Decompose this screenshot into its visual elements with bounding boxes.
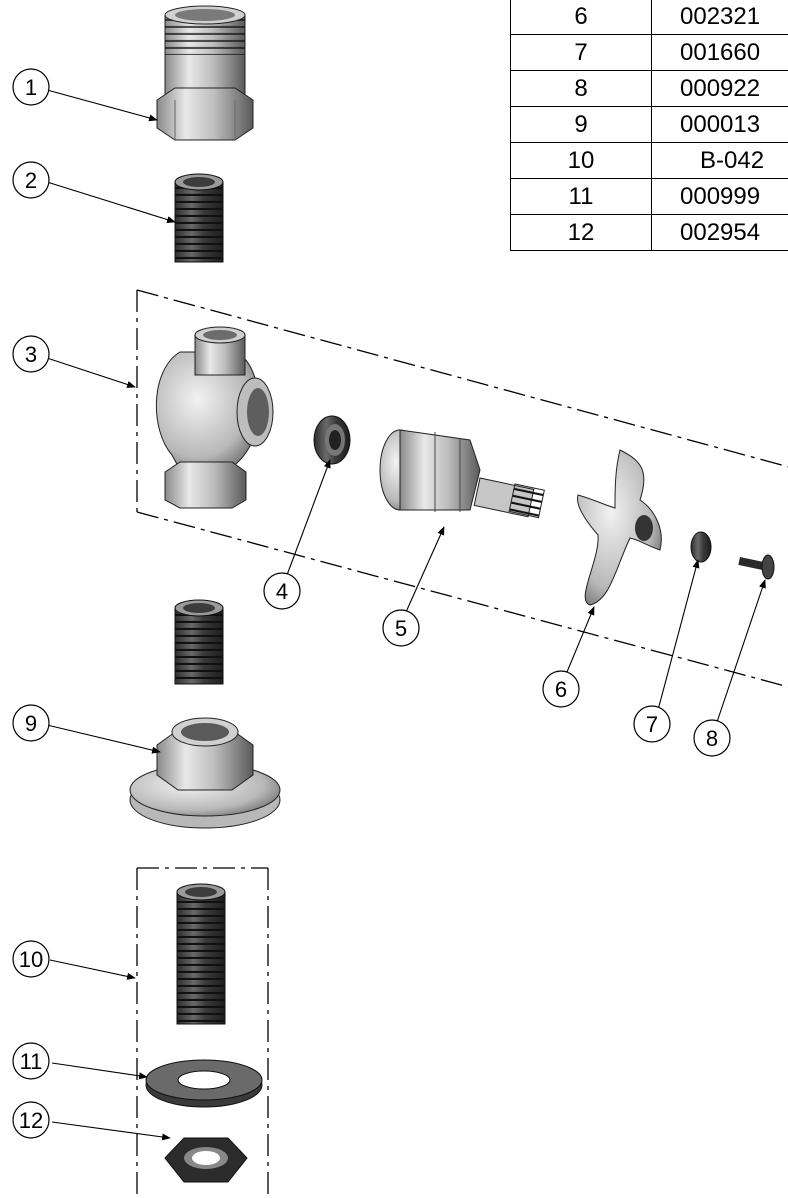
callout-1: 1 — [12, 68, 50, 106]
part-12-locknut — [164, 1137, 248, 1183]
part-9-flange-nut — [129, 717, 281, 829]
part-1-adapter — [156, 5, 254, 141]
leader-9 — [46, 724, 161, 754]
leader-10 — [49, 959, 136, 980]
callout-11-label: 11 — [20, 1049, 43, 1074]
part-4-seat — [313, 415, 351, 465]
leader-8 — [716, 579, 766, 723]
callout-10-label: 10 — [19, 947, 43, 972]
callout-9-label: 9 — [25, 711, 37, 736]
part-number-cell: 002321 — [651, 0, 788, 35]
part-number-cell: 000999 — [651, 178, 788, 215]
callout-balloons: 1 2 3 4 5 6 7 — [12, 68, 731, 1139]
callout-7: 7 — [633, 705, 671, 743]
part-8-screw — [738, 554, 775, 580]
callout-4-label: 4 — [276, 579, 288, 604]
leader-6 — [566, 606, 595, 673]
part-6-handle — [576, 449, 662, 606]
callout-5-label: 5 — [395, 616, 407, 641]
item-number-cell: 7 — [510, 34, 652, 71]
leader-1 — [46, 89, 158, 122]
part-number-cell: B-042 — [651, 142, 788, 179]
table-row: 11 000999 — [510, 178, 788, 215]
assembly-boundary-10 — [136, 867, 269, 1198]
table-row: 6 002321 — [510, 0, 788, 35]
part-number-cell: 000922 — [651, 70, 788, 107]
callout-8: 8 — [693, 719, 731, 757]
part-5-cartridge — [379, 429, 545, 519]
callout-4: 4 — [263, 572, 301, 610]
leader-3 — [46, 357, 136, 388]
callout-1-label: 1 — [25, 75, 37, 100]
callout-3: 3 — [12, 335, 50, 373]
callout-6-label: 6 — [555, 677, 567, 702]
assembly-boundary-3 — [136, 289, 788, 688]
callout-5: 5 — [382, 609, 420, 647]
leader-2 — [46, 181, 176, 223]
leader-7 — [657, 559, 700, 711]
part-number-cell: 002954 — [651, 214, 788, 251]
callout-8-label: 8 — [706, 726, 718, 751]
callout-2-label: 2 — [25, 168, 37, 193]
part-3-valve-body — [156, 326, 274, 509]
part-7-index-button — [690, 531, 712, 563]
callout-9: 9 — [12, 704, 50, 742]
callout-12: 12 — [12, 1101, 50, 1139]
callout-7-label: 7 — [646, 712, 658, 737]
callout-12-label: 12 — [19, 1108, 43, 1133]
parts-list-table: 6 002321 7 001660 8 000922 9 000013 10 B… — [510, 0, 788, 251]
callout-11: 11 — [12, 1042, 50, 1080]
callout-2: 2 — [12, 161, 50, 199]
table-row: 12 002954 — [510, 214, 788, 251]
leader-5 — [405, 526, 445, 613]
callout-10: 10 — [12, 940, 50, 978]
part-11-washer — [145, 1059, 263, 1108]
leader-lines — [46, 89, 766, 1141]
leader-12 — [51, 1121, 171, 1141]
leader-11 — [51, 1062, 148, 1080]
part-number-cell: 001660 — [651, 34, 788, 71]
table-row: 10 B-042 — [510, 142, 788, 179]
table-row: 7 001660 — [510, 34, 788, 71]
item-number-cell: 12 — [510, 214, 652, 251]
item-number-cell: 11 — [510, 178, 652, 215]
callout-6: 6 — [542, 670, 580, 708]
nipple-above-locknut — [174, 599, 224, 685]
part-2-nipple — [174, 173, 224, 263]
leader-4 — [286, 459, 331, 576]
callout-3-label: 3 — [25, 342, 37, 367]
part-10-long-nipple — [176, 883, 226, 1025]
item-number-cell: 6 — [510, 0, 652, 35]
